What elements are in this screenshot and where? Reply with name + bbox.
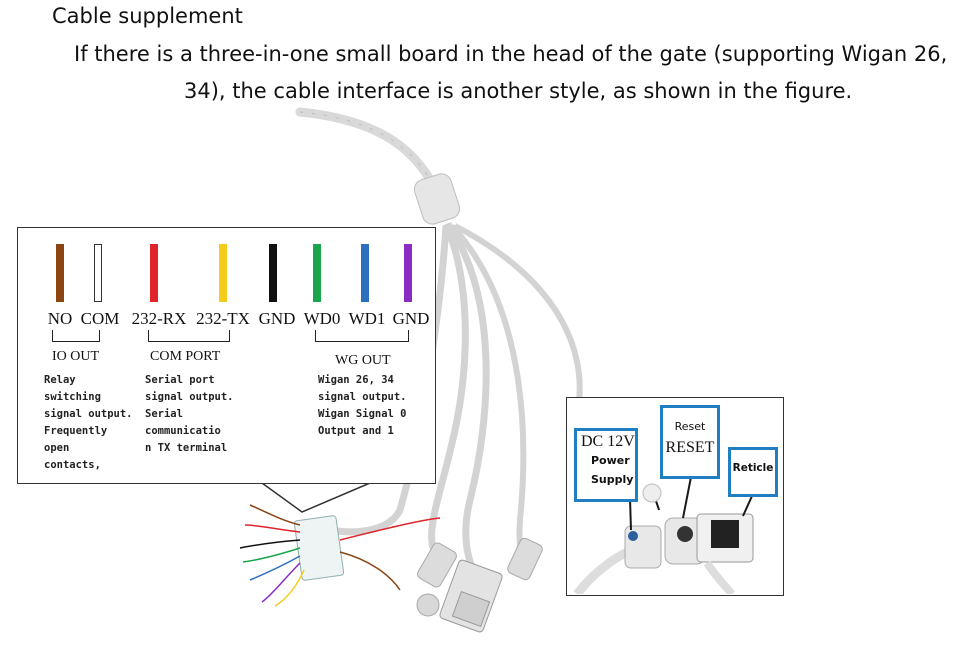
pin-label-no: NO (47, 309, 73, 328)
desc-line: open (44, 442, 70, 454)
desc-line: contacts, (44, 459, 101, 471)
desc-line: Wigan Signal 0 (318, 408, 407, 420)
dc-12v-label: DC 12V (581, 433, 635, 450)
desc-line: Frequently (44, 425, 108, 437)
pin-label-gnd-2: GND (392, 309, 430, 328)
bracket-com (148, 330, 230, 342)
reset-callout: Reset RESET (660, 405, 720, 479)
desc-line: signal output. (318, 391, 407, 403)
desc-line: Output and 1 (318, 425, 394, 437)
description-line-2: 34), the cable interface is another styl… (184, 79, 853, 103)
reset-small-label: Reset (674, 420, 706, 433)
pin-label-com: COM (80, 309, 120, 328)
wire-green (313, 244, 321, 302)
reticle-label: Reticle (732, 462, 774, 474)
connector-photo (573, 476, 754, 594)
desc-io-out: Relay switching signal output. Frequentl… (44, 372, 133, 474)
group-title-wg-out: WG OUT (335, 353, 391, 368)
pin-label-wd1: WD1 (348, 309, 386, 328)
wire-white (94, 244, 102, 302)
pin-label-gnd-1: GND (258, 309, 296, 328)
dc-power-label: Power (591, 454, 630, 467)
desc-line: signal output. (145, 391, 234, 403)
bracket-wg (315, 330, 409, 342)
pin-label-232-rx: 232-RX (131, 309, 187, 328)
wire-red (150, 244, 158, 302)
wire-black (269, 244, 277, 302)
wire-brown (56, 244, 64, 302)
pin-label-wd0: WD0 (303, 309, 341, 328)
pin-assignment-panel: NO COM 232-RX 232-TX GND WD0 WD1 GND IO … (17, 227, 436, 484)
desc-line: n TX terminal (145, 442, 228, 454)
desc-line: communicatio (145, 425, 221, 437)
power-connector-panel: DC 12V Power Supply Reset RESET Reticle (566, 397, 784, 596)
bracket-io (52, 330, 100, 342)
desc-line: Serial (145, 408, 183, 420)
desc-wg-out: Wigan 26, 34 signal output. Wigan Signal… (318, 372, 407, 440)
group-title-io-out: IO OUT (52, 349, 100, 364)
dc-supply-label: Supply (591, 473, 634, 486)
description-line-1: If there is a three-in-one small board i… (74, 42, 948, 66)
wire-purple (404, 244, 412, 302)
desc-com-port: Serial port signal output. Serial commun… (145, 372, 234, 457)
wire-blue (361, 244, 369, 302)
desc-line: Relay (44, 374, 76, 386)
reticle-callout: Reticle (728, 447, 778, 497)
reset-big-label: RESET (665, 439, 715, 456)
section-heading: Cable supplement (52, 4, 243, 28)
desc-line: signal output. (44, 408, 133, 420)
desc-line: Serial port (145, 374, 215, 386)
group-title-com-port: COM PORT (150, 349, 221, 364)
desc-line: Wigan 26, 34 (318, 374, 394, 386)
dc-12v-callout: DC 12V Power Supply (574, 428, 638, 502)
pin-label-232-tx: 232-TX (196, 309, 250, 328)
desc-line: switching (44, 391, 101, 403)
wire-yellow (219, 244, 227, 302)
